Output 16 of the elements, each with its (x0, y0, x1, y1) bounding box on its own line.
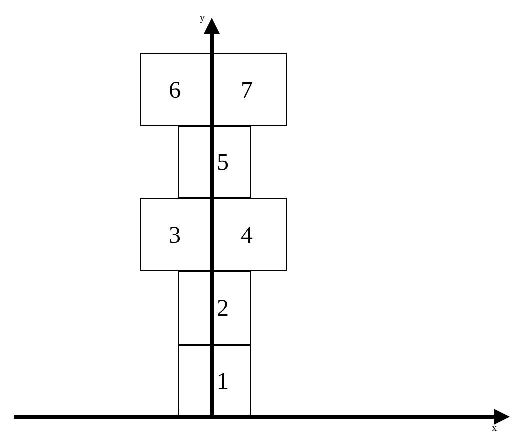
block-number: 7 (241, 78, 253, 102)
block-number: 3 (169, 224, 181, 248)
block-box (178, 271, 251, 345)
block-box (212, 53, 287, 126)
block-box (140, 198, 213, 271)
block-number: 5 (217, 151, 229, 175)
block-box (140, 53, 213, 126)
axis-label: y (200, 14, 205, 24)
block-number: 1 (217, 370, 229, 394)
block-number: 4 (241, 224, 253, 248)
block-box (212, 198, 287, 271)
block-box (178, 126, 251, 198)
block-number: 2 (217, 297, 229, 321)
axis-label: x (492, 424, 497, 434)
block-box (178, 345, 251, 417)
block-number: 6 (169, 78, 181, 102)
